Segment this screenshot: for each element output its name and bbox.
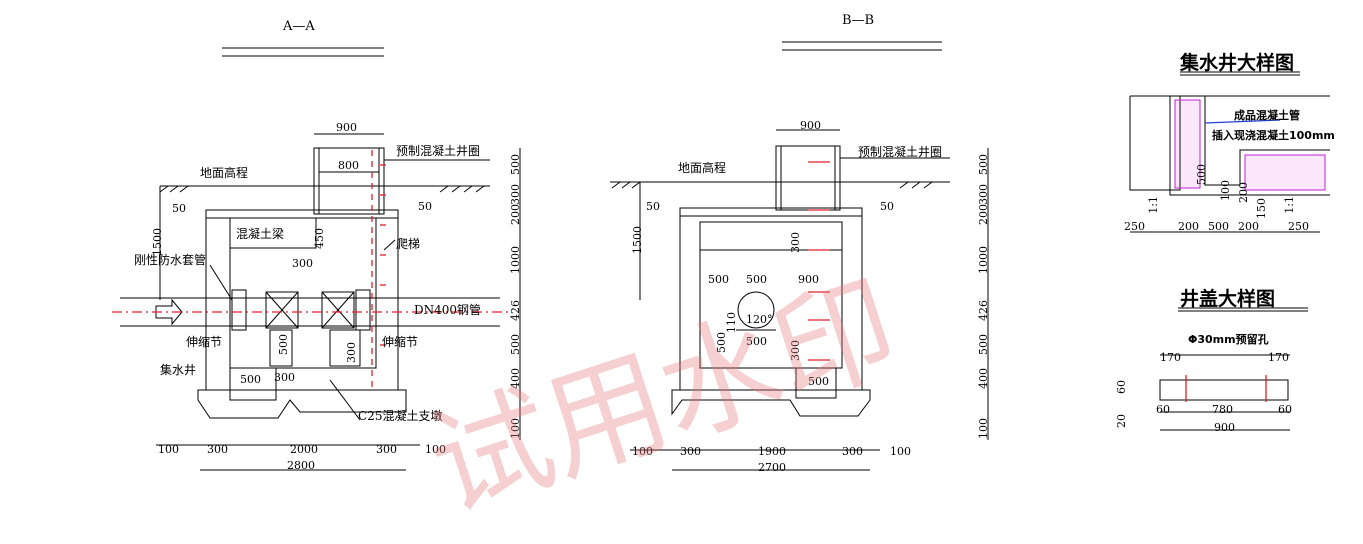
- aa-pipe-label: DN400钢管: [414, 303, 482, 317]
- sump-bottom-1: 250: [1124, 220, 1145, 233]
- bb-dim-bottom-4: 300: [842, 445, 863, 458]
- bb-precast-ring-label: 预制混凝土井圈: [858, 145, 943, 159]
- engineering-drawing: [112, 41, 1330, 471]
- cover-hole-note: Φ30mm预留孔: [1188, 333, 1269, 346]
- aa-dim-1500: 1500: [151, 228, 164, 256]
- aa-precast-ring-label: 预制混凝土井圈: [396, 144, 481, 158]
- aa-sump-label: 集水井: [160, 363, 197, 377]
- cover-dim-60-h: 60: [1115, 380, 1128, 394]
- bb-dim-bottom-5: 100: [890, 445, 911, 458]
- aa-beam-label: 混凝土梁: [236, 227, 285, 241]
- bb-col-3: 200: [977, 204, 990, 225]
- sump-note-pipe: 成品混凝土管: [1234, 109, 1300, 122]
- bb-dim-angle: 120°: [746, 313, 773, 326]
- aa-col-2: 300: [509, 184, 522, 205]
- bb-col-2: 300: [977, 184, 990, 205]
- aa-section-title: A—A: [283, 19, 315, 34]
- aa-col-1: 500: [509, 154, 522, 175]
- aa-col-3: 200: [509, 204, 522, 225]
- cover-bottom-1: 60: [1156, 403, 1170, 416]
- bb-col-4: 1000: [977, 246, 990, 274]
- aa-joint-left-label: 伸缩节: [186, 335, 223, 349]
- bb-dim-50-left: 50: [646, 200, 660, 213]
- aa-joint-right-label: 伸缩节: [382, 335, 419, 349]
- aa-dim-bottom-1: 100: [158, 443, 179, 456]
- cover-dim-20-h: 20: [1115, 414, 1128, 428]
- bb-col-8: 100: [977, 418, 990, 439]
- sump-bottom-3: 500: [1208, 220, 1229, 233]
- aa-dim-800: 800: [338, 159, 359, 172]
- aa-dim-50-left: 50: [172, 202, 186, 215]
- bb-dim-500-d: 500: [746, 335, 767, 348]
- sump-note-insert: 插入现浇混凝土100mm: [1212, 129, 1335, 142]
- aa-dim-bottom-5: 100: [425, 443, 446, 456]
- sump-slope-right: 1:1: [1283, 196, 1296, 214]
- bb-dim-500-c: 500: [715, 332, 728, 353]
- aa-ladder-label: 爬梯: [396, 237, 421, 251]
- aa-dim-bottom-3: 2000: [290, 443, 318, 456]
- sump-dim-100: 100: [1219, 180, 1232, 201]
- bb-dim-bottom-2: 300: [680, 445, 701, 458]
- bb-dim-500-a: 500: [708, 273, 729, 286]
- aa-col-4: 1000: [509, 246, 522, 274]
- sump-slope-left: 1:1: [1147, 196, 1160, 214]
- aa-dim-sump-300: 300: [274, 371, 295, 384]
- aa-dim-900: 900: [336, 121, 357, 134]
- aa-col-6: 500: [509, 334, 522, 355]
- sump-bottom-2: 200: [1178, 220, 1199, 233]
- bb-dim-110: 110: [725, 312, 738, 333]
- aa-dim-bottom-2: 300: [207, 443, 228, 456]
- bb-dim-500-e: 500: [808, 375, 829, 388]
- sump-dim-200: 200: [1237, 182, 1250, 203]
- bb-dim-1500: 1500: [631, 226, 644, 254]
- bb-ground-label: 地面高程: [678, 161, 727, 175]
- bb-dim-bottom-3: 1900: [758, 445, 786, 458]
- aa-dim-50-right: 50: [418, 200, 432, 213]
- aa-dim-sump-500: 500: [240, 373, 261, 386]
- aa-dim-pier-500: 500: [277, 334, 290, 355]
- sump-dim-150: 150: [1255, 198, 1268, 219]
- sump-bottom-4: 200: [1238, 220, 1259, 233]
- bb-section-title: B—B: [842, 13, 875, 28]
- aa-col-8: 100: [509, 418, 522, 439]
- bb-dim-50-right: 50: [880, 200, 894, 213]
- aa-col-7: 400: [509, 368, 522, 389]
- aa-dim-450: 450: [313, 228, 326, 249]
- aa-dim-bottom-4: 300: [376, 443, 397, 456]
- cover-detail-title: 井盖大样图: [1180, 288, 1276, 310]
- bb-col-7: 400: [977, 368, 990, 389]
- sump-detail-title: 集水井大样图: [1180, 52, 1295, 74]
- bb-dim-bottom-1: 100: [632, 445, 653, 458]
- aa-dim-pier-300: 300: [345, 342, 358, 363]
- sump-bottom-5: 250: [1288, 220, 1309, 233]
- cover-bottom-3: 60: [1278, 403, 1292, 416]
- aa-dim-total: 2800: [287, 459, 315, 472]
- sump-dim-500: 500: [1195, 164, 1208, 185]
- cover-bottom-2: 780: [1212, 403, 1233, 416]
- bb-dim-300-low: 300: [789, 340, 802, 361]
- bb-col-5: 426: [977, 300, 990, 321]
- aa-dim-300: 300: [292, 257, 313, 270]
- aa-ground-label: 地面高程: [200, 166, 249, 180]
- bb-col-6: 500: [977, 334, 990, 355]
- bb-dim-900: 900: [800, 119, 821, 132]
- cover-dim-170-left: 170: [1160, 351, 1181, 364]
- bb-dim-900-b: 900: [798, 273, 819, 286]
- bb-dim-300-top: 300: [789, 232, 802, 253]
- bb-dim-500-b: 500: [746, 273, 767, 286]
- bb-col-1: 500: [977, 154, 990, 175]
- aa-col-5: 426: [509, 300, 522, 321]
- bb-dim-total: 2700: [758, 461, 786, 474]
- cover-total: 900: [1214, 421, 1235, 434]
- aa-sleeve-label: 刚性防水套管: [134, 253, 207, 267]
- cover-dim-170-right: 170: [1268, 351, 1289, 364]
- aa-support-label: C25混凝土支墩: [358, 409, 443, 423]
